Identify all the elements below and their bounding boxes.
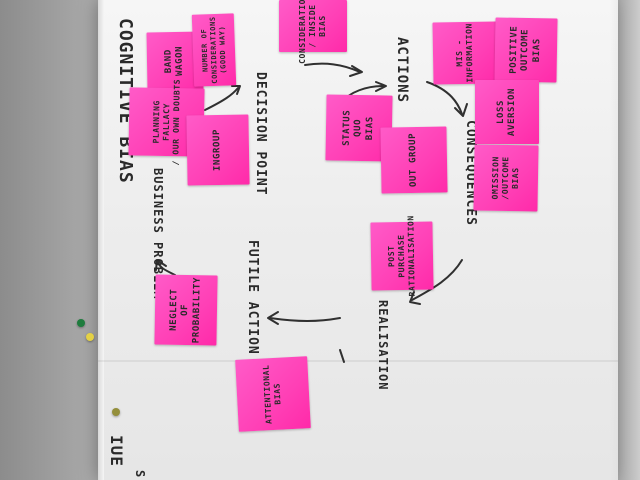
- sticky-note-planning-fallacy-text: PLANNING FALLACY / OUR OWN DOUBTS: [151, 78, 182, 166]
- sticky-note-omission-outcome-bias-text: OMISSION /OUTCOME BIAS: [490, 156, 521, 200]
- label-realisation: REALISATION: [376, 300, 390, 391]
- sticky-note-out-group-text: OUT GROUP: [407, 132, 419, 188]
- sticky-note-misinformation-text: MIS - INFORMATION: [454, 23, 475, 83]
- sticky-note-ingroup: INGROUP: [186, 114, 250, 186]
- partial-text-s: S: [133, 470, 147, 479]
- sticky-note-post-purchase-rationalisation-text: POST PURCHASE RATIONALISATION: [386, 215, 417, 297]
- sticky-note-positive-outcome-bias-text: POSITIVE OUTCOME BIAS: [508, 25, 542, 74]
- sticky-note-out-group: OUT GROUP: [380, 126, 448, 194]
- sticky-note-loss-aversion: LOSS AVERSION: [475, 80, 539, 144]
- paper-left-edge: [98, 0, 104, 480]
- sticky-note-status-quo-bias-text: STATUS QUO BIAS: [341, 109, 375, 146]
- label-decision-point: DECISION POINT: [253, 72, 268, 196]
- sticky-note-positive-outcome-bias: POSITIVE OUTCOME BIAS: [494, 17, 558, 83]
- sticky-note-attentional-bias: ATTENTIONAL BIAS: [235, 356, 311, 432]
- push-pin-yellow: [86, 333, 94, 341]
- partial-text-iue: IUE: [107, 435, 126, 467]
- sticky-note-number-considerations: NUMBER OF CONSIDERATIONS (GOOD WAY): [191, 13, 237, 87]
- sticky-note-neglect-of-probability-text: NEGLECT OF PROBABILITY: [168, 277, 203, 344]
- paper-fold: [98, 360, 618, 362]
- sticky-note-misinformation: MIS - INFORMATION: [432, 21, 498, 85]
- sticky-note-omission-outcome-bias: OMISSION /OUTCOME BIAS: [473, 144, 539, 212]
- push-pin-olive: [112, 408, 120, 416]
- sticky-note-loss-aversion-text: LOSS AVERSION: [495, 87, 517, 137]
- label-futile-action: FUTILE ACTION: [245, 240, 260, 355]
- sticky-note-considerations-inside-bias: CONSIDERATIONS / INSIDE BIAS: [279, 0, 347, 64]
- sticky-note-ingroup-text: INGROUP: [212, 128, 223, 172]
- sticky-note-neglect-of-probability: NEGLECT OF PROBABILITY: [154, 274, 218, 346]
- sticky-note-post-purchase-rationalisation: POST PURCHASE RATIONALISATION: [370, 215, 434, 297]
- paper-right-edge: [610, 0, 640, 480]
- label-actions: ACTIONS: [394, 37, 410, 104]
- sticky-note-number-considerations-text: NUMBER OF CONSIDERATIONS (GOOD WAY): [200, 16, 228, 84]
- sticky-note-attentional-bias-text: ATTENTIONAL BIAS: [261, 364, 283, 425]
- sticky-note-bandwagon-text: BAND WAGON: [163, 45, 186, 77]
- sticky-note-considerations-inside-bias-text: CONSIDERATIONS / INSIDE BIAS: [298, 0, 327, 64]
- push-pin-green: [77, 319, 85, 327]
